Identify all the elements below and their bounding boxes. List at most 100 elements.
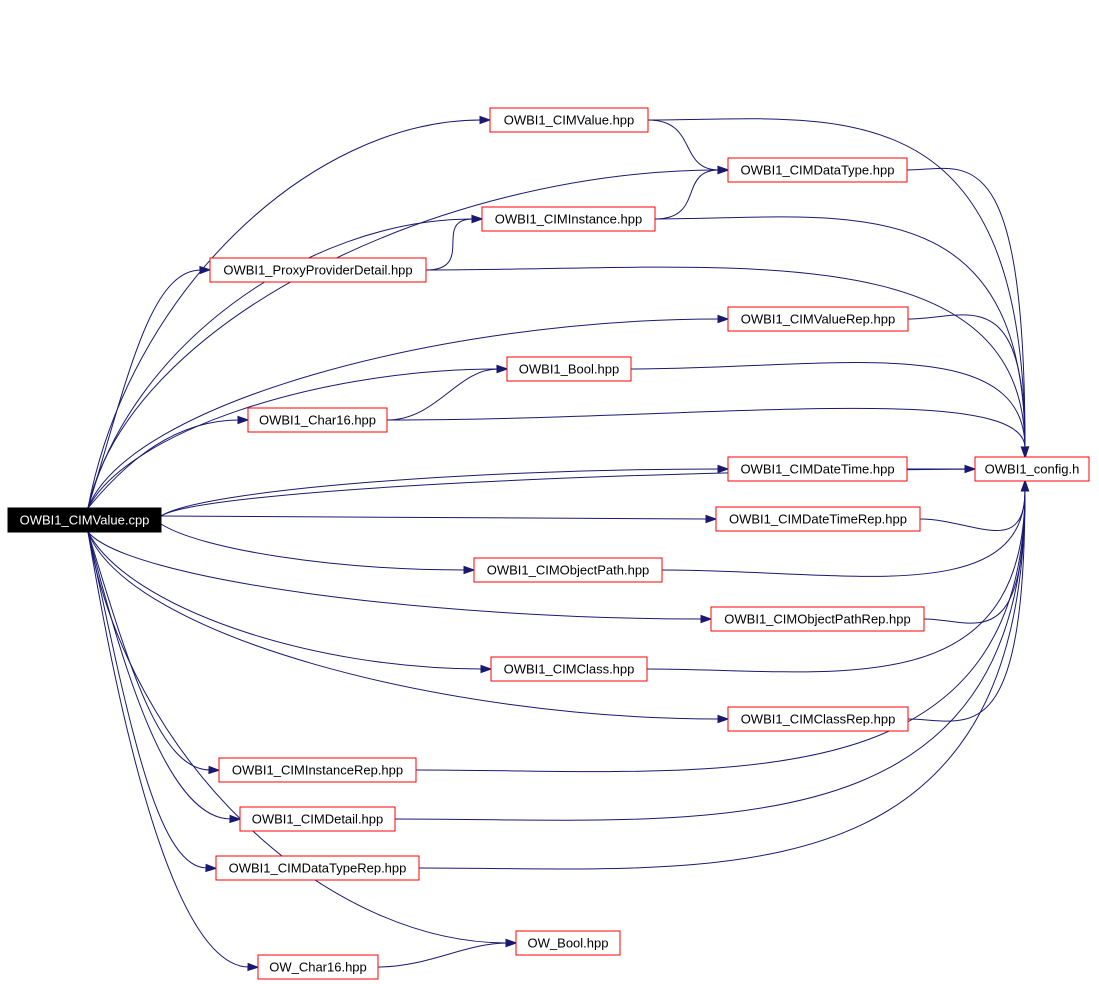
arrowhead-proxyproviderdetail_hpp-to-ciminstance_hpp [471, 214, 484, 224]
node-label-cimvaluerep_hpp: OWBI1_CIMValueRep.hpp [741, 312, 895, 327]
node-cimclassrep_hpp[interactable]: OWBI1_CIMClassRep.hpp [727, 706, 909, 732]
node-cimdatatyperep_hpp[interactable]: OWBI1_CIMDataTypeRep.hpp [215, 855, 420, 881]
node-box-proxyproviderdetail_hpp [209, 257, 427, 283]
edge-cimdatatyperep_hpp-to-config_h [418, 489, 1026, 870]
node-label-config_h: OWBI1_config.h [985, 462, 1080, 477]
edge-root-to-cimobjectpath_hpp [160, 523, 466, 571]
edge-cimdatetimerep_hpp-to-config_h [919, 489, 1026, 531]
edge-root-to-proxyproviderdetail_hpp [87, 269, 202, 509]
node-cimvalue_hpp[interactable]: OWBI1_CIMValue.hpp [489, 107, 649, 133]
node-proxyproviderdetail_hpp[interactable]: OWBI1_ProxyProviderDetail.hpp [209, 257, 427, 283]
edge-root-to-ciminstance_hpp [87, 218, 474, 509]
arrowhead-root-to-cimclassrep_hpp [717, 714, 730, 724]
arrowhead-root-to-char16_hpp [237, 415, 250, 425]
node-box-cimobjectpathrep_hpp [710, 606, 925, 632]
nodes-layer: OWBI1_CIMValue.cpp OWBI1_CIMValue.hppOWBI… [7, 107, 1090, 980]
edge-cimvalue_hpp-to-cimdatatype_hpp [647, 119, 720, 171]
edge-cimdatatype_hpp-to-config_h [906, 167, 1026, 449]
node-label-cimobjectpath_hpp: OWBI1_CIMObjectPath.hpp [487, 563, 650, 578]
arrowhead-root-to-cimdatetime_hpp [717, 464, 730, 474]
arrowhead-root-to-cimvalue_hpp [479, 115, 492, 125]
edge-cimobjectpath_hpp-to-config_h [661, 489, 1026, 577]
edge-root-to-cimdatatyperep_hpp [87, 531, 208, 869]
node-cimdatetimerep_hpp[interactable]: OWBI1_CIMDateTimeRep.hpp [715, 506, 921, 532]
node-box-ow_char16_hpp [257, 954, 379, 980]
node-label-ciminstance_hpp: OWBI1_CIMInstance.hpp [495, 212, 642, 227]
edge-root-to-ow_bool_hpp [87, 531, 508, 944]
node-cimobjectpathrep_hpp[interactable]: OWBI1_CIMObjectPathRep.hpp [710, 606, 925, 632]
node-box-cimdatetimerep_hpp [715, 506, 921, 532]
edge-root-to-cimvaluerep_hpp [87, 318, 720, 509]
arrowhead-root-to-proxyproviderdetail_hpp [199, 265, 212, 275]
node-box-cimdatatype_hpp [727, 157, 908, 183]
arrowhead-ciminstance_hpp-to-cimdatatype_hpp [717, 165, 730, 175]
edge-ow_char16_hpp-to-ow_bool_hpp [377, 942, 508, 968]
node-box-char16_hpp [247, 407, 388, 433]
node-label-char16_hpp: OWBI1_Char16.hpp [259, 413, 376, 428]
node-cimdatetime_hpp[interactable]: OWBI1_CIMDateTime.hpp [727, 456, 908, 482]
arrowhead-ow_char16_hpp-to-ow_bool_hpp [505, 938, 518, 948]
node-label-ow_bool_hpp: OW_Bool.hpp [528, 936, 609, 951]
node-label-cimclassrep_hpp: OWBI1_CIMClassRep.hpp [741, 712, 896, 727]
edge-root-to-cimobjectpathrep_hpp [87, 531, 703, 620]
edge-cimclassrep_hpp-to-config_h [907, 489, 1026, 722]
edge-root-to-char16_hpp [87, 419, 240, 509]
arrowhead-cimdatatyperep_hpp-to-config_h [1020, 479, 1030, 492]
node-box-config_h [974, 456, 1090, 482]
arrowhead-char16_hpp-to-bool_hpp [496, 364, 509, 374]
node-cimclass_hpp[interactable]: OWBI1_CIMClass.hpp [490, 656, 648, 682]
edge-cimdetail_hpp-to-config_h [394, 489, 1026, 821]
node-label-bool_hpp: OWBI1_Bool.hpp [519, 362, 619, 377]
edge-root-to-bool_hpp [87, 368, 499, 509]
node-box-ciminstancerep_hpp [218, 757, 417, 783]
arrowhead-char16_hpp-to-config_h [1020, 446, 1030, 459]
node-label-cimdetail_hpp: OWBI1_CIMDetail.hpp [252, 812, 384, 827]
node-box-ciminstance_hpp [481, 206, 656, 232]
node-label-root: OWBI1_CIMValue.cpp [20, 513, 150, 528]
node-ciminstancerep_hpp[interactable]: OWBI1_CIMInstanceRep.hpp [218, 757, 417, 783]
edge-ciminstancerep_hpp-to-config_h [415, 489, 1026, 773]
edge-cimclass_hpp-to-config_h [646, 489, 1026, 673]
edge-bool_hpp-to-config_h [630, 362, 1026, 449]
edge-root-to-cimdatetime_hpp [160, 468, 720, 517]
arrowhead-root-to-cimdetail_hpp [229, 814, 242, 824]
node-root[interactable]: OWBI1_CIMValue.cpp [7, 507, 162, 533]
edge-ciminstance_hpp-to-cimdatatype_hpp [654, 169, 720, 220]
edge-char16_hpp-to-config_h [386, 407, 1026, 449]
edge-root-to-cimclassrep_hpp [87, 531, 720, 720]
edge-root-to-ciminstancerep_hpp [87, 531, 211, 771]
node-ow_bool_hpp[interactable]: OW_Bool.hpp [515, 930, 621, 956]
arrowhead-root-to-cimobjectpathrep_hpp [700, 614, 713, 624]
arrowhead-root-to-cimdatatyperep_hpp [205, 863, 218, 873]
node-ow_char16_hpp[interactable]: OW_Char16.hpp [257, 954, 379, 980]
node-ciminstance_hpp[interactable]: OWBI1_CIMInstance.hpp [481, 206, 656, 232]
arrowhead-root-to-cimobjectpath_hpp [463, 565, 476, 575]
edge-root-to-cimclass_hpp [87, 531, 483, 670]
arrowhead-root-to-ow_char16_hpp [247, 962, 260, 972]
arrowhead-root-to-cimdatetimerep_hpp [705, 514, 718, 524]
edge-cimvalue_hpp-to-config_h [647, 118, 1026, 449]
edge-root-to-ow_char16_hpp [87, 531, 250, 968]
edge-proxyproviderdetail_hpp-to-ciminstance_hpp [425, 218, 474, 271]
edges-layer [87, 115, 1037, 972]
node-bool_hpp[interactable]: OWBI1_Bool.hpp [506, 356, 632, 382]
node-label-cimvalue_hpp: OWBI1_CIMValue.hpp [504, 113, 635, 128]
node-box-cimdetail_hpp [239, 806, 396, 832]
edge-root-to-cimvalue_hpp [87, 119, 482, 509]
node-config_h[interactable]: OWBI1_config.h [974, 456, 1090, 482]
node-label-proxyproviderdetail_hpp: OWBI1_ProxyProviderDetail.hpp [223, 263, 412, 278]
node-label-cimclass_hpp: OWBI1_CIMClass.hpp [504, 662, 635, 677]
node-label-ciminstancerep_hpp: OWBI1_CIMInstanceRep.hpp [232, 763, 403, 778]
node-box-cimvalue_hpp [489, 107, 649, 133]
node-label-cimobjectpathrep_hpp: OWBI1_CIMObjectPathRep.hpp [724, 612, 910, 627]
arrowhead-root-to-cimvaluerep_hpp [717, 314, 730, 324]
node-cimdatatype_hpp[interactable]: OWBI1_CIMDataType.hpp [727, 157, 908, 183]
node-cimvaluerep_hpp[interactable]: OWBI1_CIMValueRep.hpp [727, 306, 909, 332]
node-cimobjectpath_hpp[interactable]: OWBI1_CIMObjectPath.hpp [473, 557, 663, 583]
node-cimdetail_hpp[interactable]: OWBI1_CIMDetail.hpp [239, 806, 396, 832]
node-box-cimdatetime_hpp [727, 456, 908, 482]
node-char16_hpp[interactable]: OWBI1_Char16.hpp [247, 407, 388, 433]
node-box-ow_bool_hpp [515, 930, 621, 956]
node-box-root [7, 507, 162, 533]
edge-ciminstance_hpp-to-config_h [654, 216, 1026, 449]
